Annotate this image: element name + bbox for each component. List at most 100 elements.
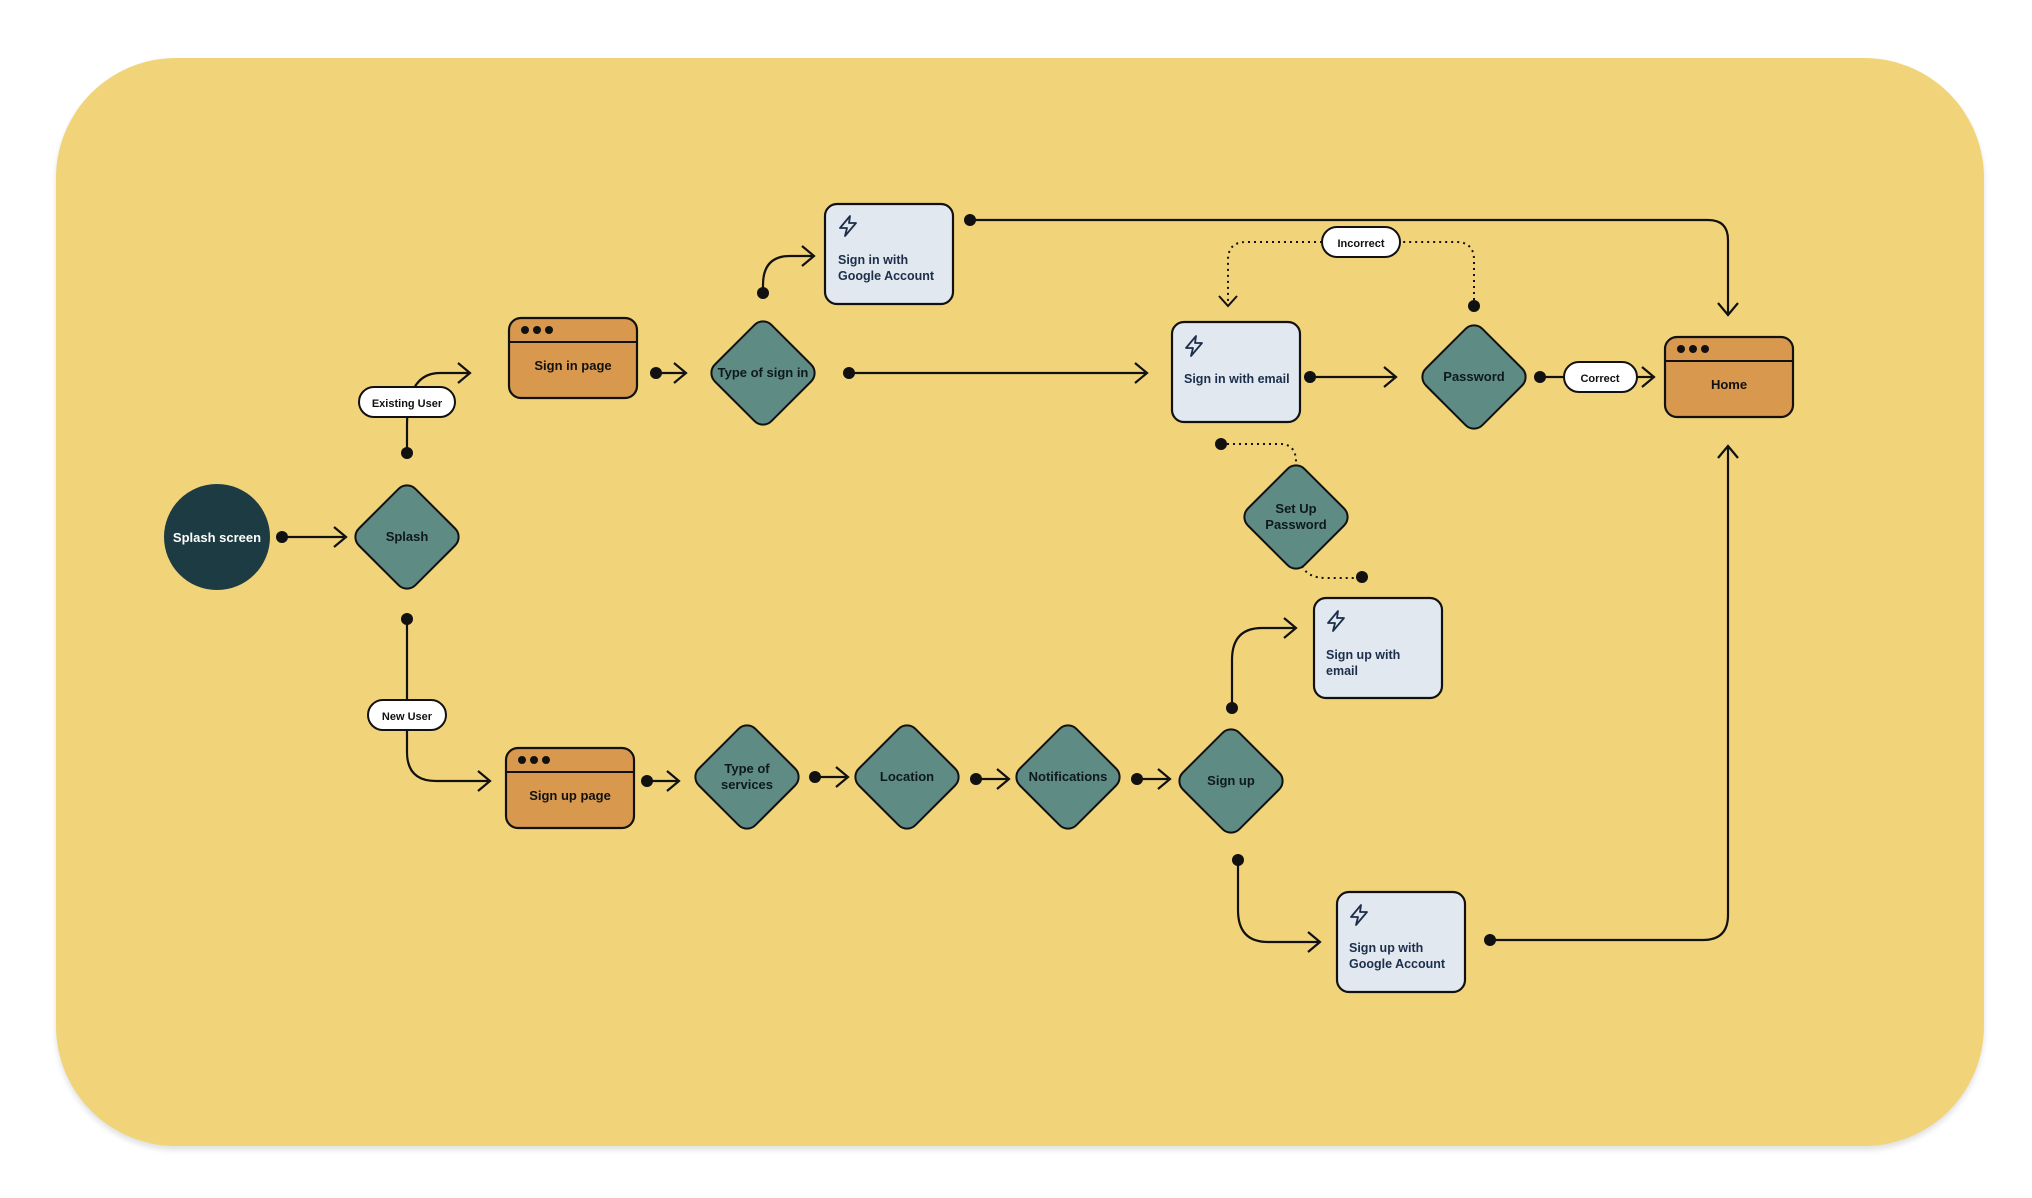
google-signup-label-line2: Google Account <box>1349 957 1446 971</box>
correct-label: Correct <box>1580 373 1619 385</box>
decision-type-of-services[interactable]: Type of services <box>690 720 803 833</box>
google-signin-label-line1: Sign in with <box>838 253 908 267</box>
edge-newuser-signup <box>405 730 488 783</box>
decision-location[interactable]: Location <box>850 720 963 833</box>
arrowhead <box>333 526 348 548</box>
email-signin-label: Sign in with email <box>1184 372 1290 386</box>
page-shape <box>507 316 639 400</box>
dot <box>964 214 976 226</box>
diamond-shape <box>854 724 960 830</box>
browser-window-icon <box>1677 345 1709 353</box>
action-shape <box>1170 320 1302 424</box>
edge-label-incorrect: Incorrect <box>1321 226 1401 258</box>
page-sign-up[interactable]: Sign up page <box>504 746 636 830</box>
dot <box>1304 371 1316 383</box>
dot <box>1468 300 1480 312</box>
arrowhead <box>996 768 1011 790</box>
dot <box>1356 571 1368 583</box>
dot <box>1215 438 1227 450</box>
arrowhead <box>1283 617 1298 639</box>
notifications-label: Notifications <box>1029 769 1108 784</box>
page-sign-in[interactable]: Sign in page <box>507 316 639 400</box>
arrowhead <box>477 770 492 792</box>
action-sign-in-google[interactable]: Sign in with Google Account <box>823 202 955 306</box>
edge-label-existing-user: Existing User <box>358 386 456 418</box>
edge-email-setup <box>1221 443 1297 468</box>
edge-type-google <box>761 254 812 293</box>
action-shape <box>1335 890 1467 994</box>
diamond-shape <box>1178 728 1284 834</box>
dotted-connectors <box>1221 241 1475 579</box>
splash-screen-label: Splash screen <box>173 530 261 545</box>
splash-label: Splash <box>386 529 429 544</box>
edge-setup-signupemail <box>1301 565 1362 579</box>
password-label: Password <box>1443 369 1504 384</box>
arrowhead <box>1157 768 1172 790</box>
edge-googlesignup-home <box>1490 448 1730 942</box>
page-shape <box>504 746 636 830</box>
pill <box>358 386 456 418</box>
sign-up-page-label: Sign up page <box>529 788 611 803</box>
decision-splash[interactable]: Splash <box>350 480 463 593</box>
diamond-shape <box>1015 724 1121 830</box>
dot <box>1534 371 1546 383</box>
action-sign-up-google[interactable]: Sign up with Google Account <box>1335 890 1467 994</box>
dot <box>1226 702 1238 714</box>
decision-sign-up[interactable]: Sign up <box>1174 724 1287 837</box>
arrowhead <box>457 362 472 384</box>
dot <box>1484 934 1496 946</box>
existing-user-label: Existing User <box>372 398 443 410</box>
action-shape <box>1312 596 1444 700</box>
decision-type-of-sign-in[interactable]: Type of sign in <box>706 316 819 429</box>
arrowhead-dotted <box>1218 295 1238 308</box>
dot <box>650 367 662 379</box>
edge-label-new-user: New User <box>367 699 447 731</box>
signup-email-label-line2: email <box>1326 664 1358 678</box>
edge-incorrect-email <box>1227 241 1322 302</box>
action-shape <box>823 202 955 306</box>
diamond-shape <box>354 484 460 590</box>
dot <box>757 287 769 299</box>
diamond-shape <box>1421 324 1527 430</box>
dot <box>276 531 288 543</box>
page-home[interactable]: Home <box>1663 335 1795 419</box>
edge-label-correct: Correct <box>1563 361 1638 393</box>
setup-password-label-line1: Set Up <box>1275 501 1316 516</box>
connectors <box>282 218 1739 953</box>
new-user-label: New User <box>382 711 433 723</box>
google-signup-label-line1: Sign up with <box>1349 941 1423 955</box>
decision-set-up-password[interactable]: Set Up Password <box>1239 460 1352 573</box>
dot <box>1232 854 1244 866</box>
pill <box>1321 226 1401 258</box>
diamond-shape <box>694 724 800 830</box>
diamond-shape <box>710 320 816 426</box>
sign-up-label: Sign up <box>1207 773 1255 788</box>
pill <box>367 699 447 731</box>
arrowhead <box>1717 302 1739 317</box>
decision-password[interactable]: Password <box>1417 320 1530 433</box>
dot <box>641 775 653 787</box>
type-of-sign-in-label: Type of sign in <box>718 365 809 380</box>
arrowhead <box>1641 366 1656 388</box>
type-of-services-label-line1: Type of <box>724 761 770 776</box>
connector-dots <box>276 214 1546 946</box>
action-sign-in-email[interactable]: Sign in with email <box>1170 320 1302 424</box>
arrowhead <box>666 770 681 792</box>
arrowhead <box>835 766 850 788</box>
browser-window-icon <box>521 326 553 334</box>
action-sign-up-email[interactable]: Sign up with email <box>1312 596 1444 700</box>
dot <box>1131 773 1143 785</box>
setup-password-label-line2: Password <box>1265 517 1326 532</box>
node-splash-screen[interactable]: Splash screen <box>164 484 270 590</box>
arrowhead <box>1307 931 1322 953</box>
dot <box>809 771 821 783</box>
dot <box>401 447 413 459</box>
diamond-shape <box>1243 464 1349 570</box>
type-of-services-label-line2: services <box>721 777 773 792</box>
location-label: Location <box>880 769 934 784</box>
edge-password-incorrect <box>1400 241 1475 306</box>
signup-email-label-line1: Sign up with <box>1326 648 1400 662</box>
decision-notifications[interactable]: Notifications <box>1011 720 1124 833</box>
diagram-board <box>56 58 1984 1146</box>
